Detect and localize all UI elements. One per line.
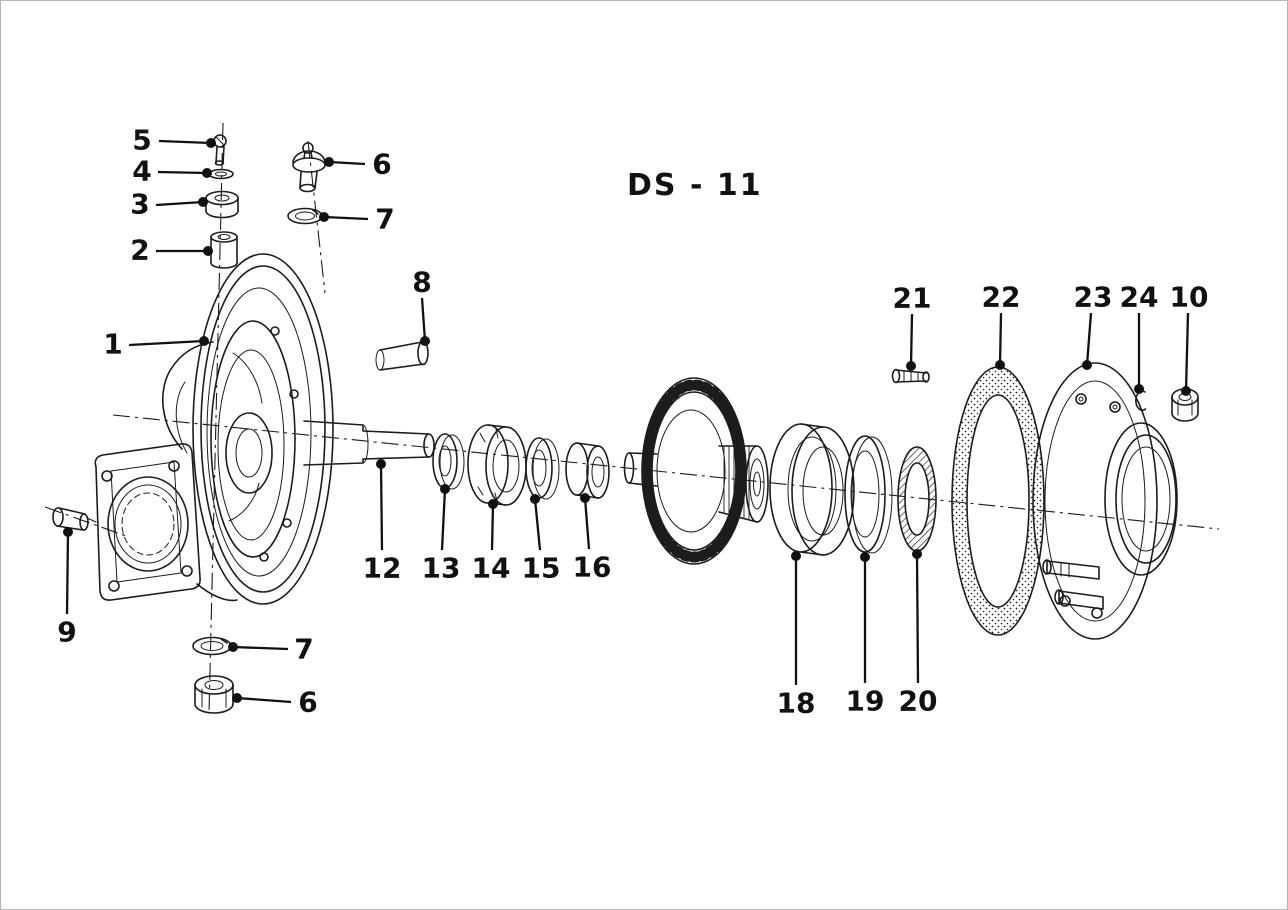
part-callout-24: 24 — [1120, 281, 1159, 394]
part-callout-8: 8 — [412, 266, 432, 346]
svg-text:10: 10 — [1170, 281, 1209, 314]
svg-text:6: 6 — [298, 686, 317, 719]
svg-text:7: 7 — [294, 633, 313, 666]
svg-text:16: 16 — [573, 551, 612, 584]
svg-text:12: 12 — [363, 552, 402, 585]
part-callout-10: 10 — [1170, 281, 1209, 396]
part-threaded-ring-20 — [897, 446, 937, 552]
svg-text:7: 7 — [375, 203, 394, 236]
svg-text:13: 13 — [422, 552, 461, 585]
svg-text:24: 24 — [1120, 281, 1159, 314]
part-screw-21 — [891, 368, 930, 384]
part-callout-20: 20 — [899, 549, 938, 718]
part-vent-plug-6 — [292, 142, 326, 193]
svg-text:9: 9 — [57, 616, 76, 649]
part-nut-6-bottom — [194, 675, 234, 714]
part-cap-3 — [205, 190, 239, 219]
svg-text:2: 2 — [130, 234, 149, 267]
diagram-title: DS - 11 — [627, 168, 763, 203]
part-callout-7: 7 — [228, 633, 314, 666]
part-bushing-2 — [210, 231, 238, 269]
part-callout-12: 12 — [363, 459, 402, 585]
part-shim-13 — [432, 433, 465, 490]
part-taper-bearing-18 — [769, 423, 855, 556]
svg-text:6: 6 — [372, 148, 391, 181]
part-lock-washer-7-bottom — [192, 636, 232, 656]
svg-text:19: 19 — [846, 685, 885, 718]
part-shim-19 — [844, 435, 893, 554]
svg-text:4: 4 — [132, 155, 151, 188]
part-drive-shaft — [303, 420, 435, 466]
svg-text:8: 8 — [412, 266, 431, 299]
part-callout-2: 2 — [130, 234, 213, 267]
part-callout-21: 21 — [893, 282, 932, 371]
part-callout-5: 5 — [132, 124, 216, 157]
part-callout-19: 19 — [846, 552, 885, 718]
part-callout-18: 18 — [777, 551, 816, 720]
svg-text:3: 3 — [130, 188, 149, 221]
part-callout-7: 7 — [319, 203, 395, 236]
part-callout-16: 16 — [573, 493, 612, 584]
part-callout-6: 6 — [232, 686, 318, 719]
centerlines — [44, 122, 1220, 714]
part-needle-bearing-14 — [467, 424, 527, 506]
svg-text:20: 20 — [899, 685, 938, 718]
part-cover-23 — [1032, 362, 1178, 640]
svg-text:23: 23 — [1074, 281, 1113, 314]
part-callout-13: 13 — [422, 484, 461, 585]
part-ring-gear — [623, 377, 769, 565]
part-callout-6: 6 — [324, 148, 392, 181]
part-dowel-pin-8 — [375, 340, 429, 371]
part-callout-15: 15 — [522, 494, 561, 585]
svg-text:22: 22 — [982, 281, 1021, 314]
svg-text:18: 18 — [777, 687, 816, 720]
part-housing — [94, 341, 238, 602]
part-callout-14: 14 — [472, 499, 511, 585]
part-screw-5 — [213, 134, 227, 166]
part-callout-3: 3 — [130, 188, 208, 221]
part-callout-1: 1 — [103, 328, 209, 361]
part-callout-9: 9 — [57, 527, 77, 649]
svg-text:1: 1 — [103, 328, 122, 361]
part-callout-23: 23 — [1074, 281, 1113, 370]
part-spacer-15 — [525, 437, 560, 500]
part-bolt-9 — [52, 507, 97, 531]
part-washer-4 — [208, 168, 234, 180]
svg-text:5: 5 — [132, 124, 151, 157]
svg-text:14: 14 — [472, 552, 511, 585]
part-gasket-22 — [951, 366, 1045, 636]
part-callout-22: 22 — [982, 281, 1021, 370]
part-drum-plate — [192, 253, 334, 605]
svg-text:15: 15 — [522, 552, 561, 585]
part-callout-4: 4 — [132, 155, 212, 188]
part-bushing-16 — [565, 442, 610, 499]
svg-text:21: 21 — [893, 282, 932, 315]
